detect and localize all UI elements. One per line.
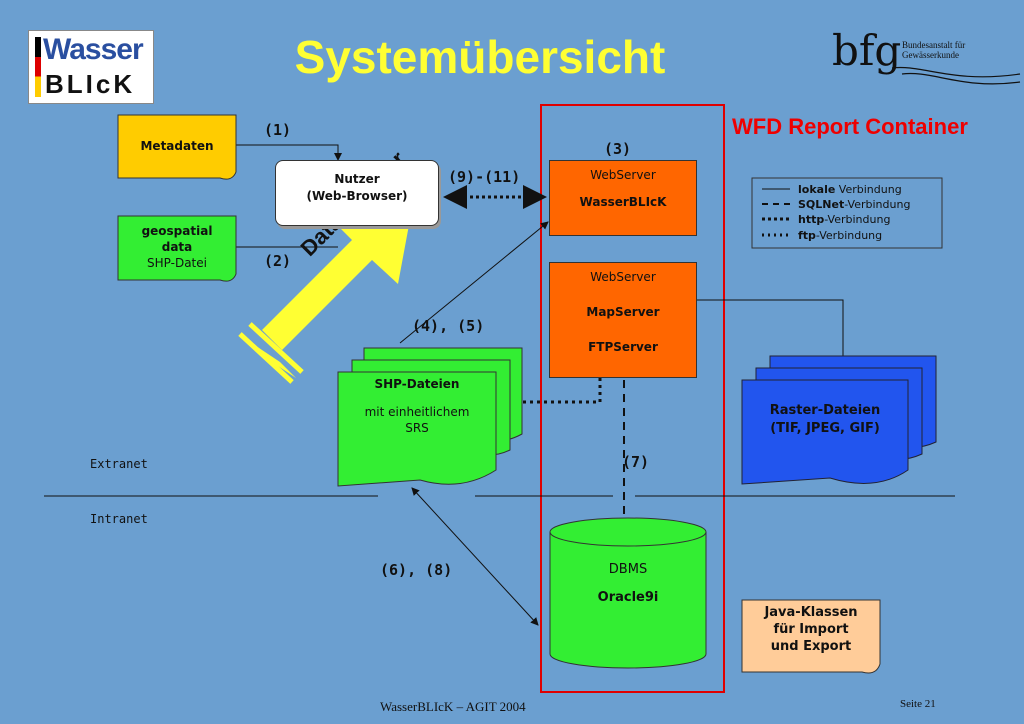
nutzer-node: Nutzer (Web-Browser) (275, 160, 439, 226)
dbms-line2: Oracle9i (597, 590, 659, 605)
legend-item-http-bold: http (798, 213, 825, 226)
logo-word-top: Wasser (43, 33, 144, 66)
ws2-line1: WebServer (590, 270, 656, 284)
wfd-report-container-border (540, 104, 725, 693)
bfg-mark: bfg (832, 26, 902, 75)
german-flag-stripe (35, 37, 41, 97)
wasserblick-logo: Wasser BLIcK (28, 30, 154, 104)
bfg-wave-icon (892, 66, 1021, 85)
bfg-logo: bfg Bundesanstalt für Gewässerkunde (832, 26, 1021, 85)
raster-line2: (TIF, JPEG, GIF) (770, 421, 880, 436)
legend-item-http: http-Verbindung (798, 213, 890, 226)
legend-item-local-rest: Verbindung (835, 183, 902, 196)
shp-line1: SHP-Dateien (374, 377, 460, 391)
step-label-6-8: (6), (8) (380, 561, 453, 579)
metadaten-node: Metadaten (140, 139, 214, 153)
step-label-4-5: (4), (5) (412, 317, 485, 335)
step-label-1: (1) (264, 121, 292, 139)
bfg-name-line2: Gewässerkunde (902, 50, 959, 60)
geodata-line2: data (161, 240, 193, 254)
dbms-line1: DBMS (608, 562, 648, 577)
wfd-dataprovider-arrow (238, 198, 414, 384)
step-label-9-11: (9)-(11) (448, 168, 521, 186)
legend-item-local: lokale Verbindung (798, 183, 902, 196)
ws2-line2: MapServer (586, 305, 660, 319)
nutzer-line2: (Web-Browser) (306, 189, 408, 203)
ws1-line2: WasserBLIcK (579, 195, 667, 209)
legend-item-sqlnet: SQLNet-Verbindung (798, 198, 910, 211)
connector-metadaten-nutzer (236, 144, 342, 161)
footer-page: Seite 21 (900, 698, 936, 710)
legend-item-sqlnet-bold: SQLNet (798, 198, 845, 211)
geodata-line1: geospatial (141, 224, 213, 238)
webserver-wasserblick-node: WebServer WasserBLIcK (549, 160, 697, 236)
connector-mapserver-shp (522, 378, 602, 404)
bfg-name-line1: Bundesanstalt für (902, 40, 966, 50)
zone-extranet-label: Extranet (90, 457, 148, 471)
raster-line1: Raster-Dateien (769, 403, 881, 418)
ws1-line1: WebServer (590, 168, 656, 182)
shp-dateien-node: SHP-Dateien mit einheitlichem SRS (338, 376, 496, 436)
raster-stack-shape (741, 355, 937, 485)
shp-stack-shape (337, 347, 523, 487)
step-label-7: (7) (622, 453, 650, 471)
bfg-name: Bundesanstalt für Gewässerkunde (902, 40, 965, 60)
geodata-shape (117, 215, 237, 282)
connector-mapserver-raster (696, 299, 844, 356)
logo-word-bottom: BLIcK (45, 69, 136, 99)
java-line1: Java-Klassen (764, 605, 858, 620)
legend-box (751, 177, 943, 249)
dbms-node: DBMS Oracle9i (550, 562, 706, 606)
shp-line3: SRS (405, 421, 429, 435)
java-line2: für Import (773, 622, 849, 637)
dbms-cylinder (549, 517, 707, 669)
zone-intranet-label: Intranet (90, 512, 148, 526)
legend-item-sqlnet-rest: -Verbindung (844, 198, 911, 211)
legend-item-ftp-bold: ftp (798, 229, 816, 242)
connector-shp-dbms (411, 487, 539, 626)
legend-item-http-rest: -Verbindung (824, 213, 891, 226)
page-title: Systemübersicht (294, 31, 666, 83)
geodata-line3: SHP-Datei (147, 256, 207, 270)
nutzer-line1: Nutzer (334, 172, 380, 186)
java-line3: und Export (770, 639, 852, 654)
container-title: WFD Report Container (732, 114, 968, 139)
legend-item-ftp-rest: -Verbindung (815, 229, 883, 242)
step-label-3: (3) (604, 140, 632, 158)
metadaten-shape (117, 114, 237, 180)
shp-line2: mit einheitlichem (364, 405, 470, 419)
legend-item-local-bold: lokale (798, 183, 836, 196)
webserver-mapserver-node: WebServer MapServer FTPServer (549, 262, 697, 378)
geodata-node: geospatial data SHP-Datei (118, 223, 236, 271)
raster-dateien-node: Raster-Dateien (TIF, JPEG, GIF) (742, 402, 908, 438)
java-klassen-node: Java-Klassen für Import und Export (742, 604, 880, 655)
ws2-line3: FTPServer (588, 340, 658, 354)
java-shape (741, 599, 881, 674)
legend-item-ftp: ftp-Verbindung (798, 229, 882, 242)
step-label-2: (2) (264, 252, 292, 270)
footer-title: WasserBLIcK – AGIT 2004 (380, 699, 526, 714)
connector-shp-webserver (399, 221, 549, 344)
